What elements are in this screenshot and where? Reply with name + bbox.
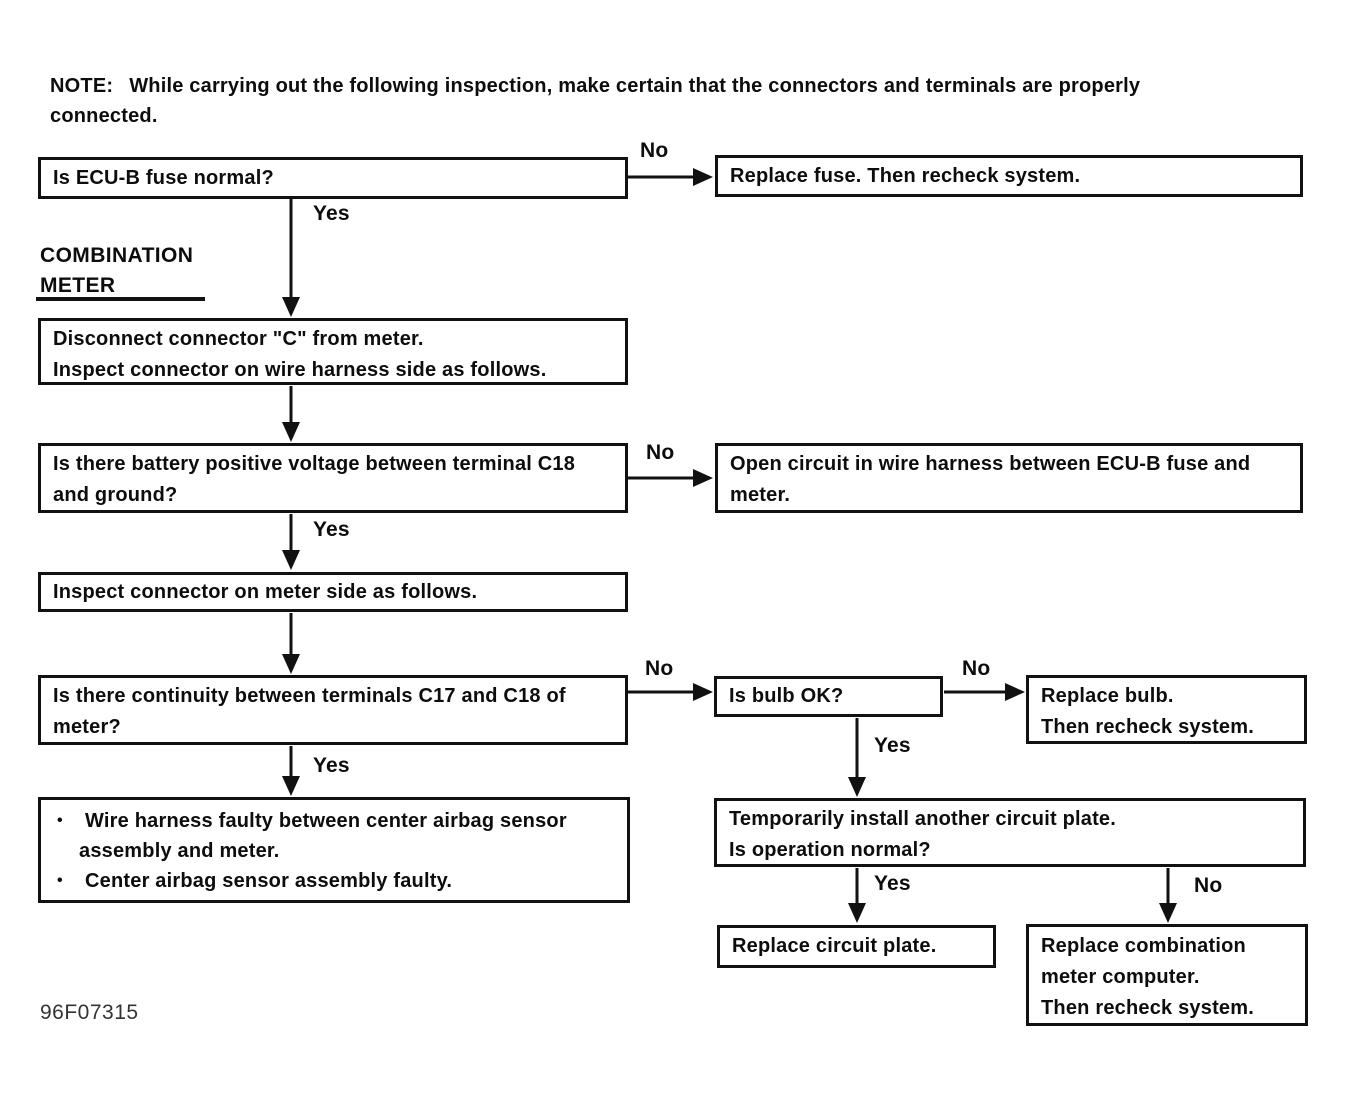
box-battery-voltage: Is there battery positive voltage betwee… (38, 443, 628, 513)
faulty-item-1: • Wire harness faulty between center air… (51, 806, 617, 836)
figure-code: 96F07315 (40, 1001, 139, 1024)
box-continuity-line1: Is there continuity between terminals C1… (53, 685, 566, 707)
arrow-bulb-no (944, 683, 1025, 701)
bullet-icon: • (57, 872, 63, 889)
box-replace-meter-computer-line1: Replace combination (1041, 935, 1246, 957)
arrow-plate-yes (848, 868, 866, 923)
box-continuity-line2: meter? (53, 716, 121, 738)
faulty-item-2-text: Center airbag sensor assembly faulty. (85, 870, 453, 892)
box-disconnect-connector: Disconnect connector "C" from meter. Ins… (38, 318, 628, 385)
box-inspect-meter-side: Inspect connector on meter side as follo… (38, 572, 628, 612)
box-continuity-check: Is there continuity between terminals C1… (38, 675, 628, 745)
box-replace-circuit-plate: Replace circuit plate. (717, 925, 996, 968)
edge-label-yes-bulb: Yes (874, 734, 911, 757)
note-line2: connected. (50, 105, 158, 127)
box-replace-meter-computer-line3: Then recheck system. (1041, 997, 1254, 1019)
section-label-underline (36, 297, 205, 301)
edge-label-yes-continuity: Yes (313, 754, 350, 777)
arrow-disconnect-down (282, 386, 300, 442)
box-inspect-meter-side-text: Inspect connector on meter side as follo… (53, 580, 478, 603)
arrow-continuity-no (628, 683, 713, 701)
edge-label-no-plate: No (1194, 874, 1223, 897)
box-replace-bulb-line1: Replace bulb. (1041, 685, 1174, 707)
box-replace-bulb-line2: Then recheck system. (1041, 716, 1254, 738)
note-label: NOTE: (50, 75, 114, 97)
box-bulb-check: Is bulb OK? (714, 676, 943, 717)
note-text: NOTE: While carrying out the following in… (50, 71, 1140, 131)
bullet-icon: • (57, 812, 63, 829)
box-fuse-check-text: Is ECU-B fuse normal? (53, 166, 274, 189)
box-battery-voltage-line1: Is there battery positive voltage betwee… (53, 453, 576, 475)
faulty-item-1-line1: Wire harness faulty between center airba… (85, 810, 567, 832)
edge-label-no-fuse: No (640, 139, 669, 162)
edge-label-yes-fuse: Yes (313, 202, 350, 225)
edge-label-no-bulb: No (962, 657, 991, 680)
arrow-fuse-yes (282, 199, 300, 317)
note-line1: While carrying out the following inspect… (129, 75, 1141, 97)
box-fuse-check: Is ECU-B fuse normal? (38, 157, 628, 199)
box-replace-fuse-text: Replace fuse. Then recheck system. (730, 164, 1081, 187)
box-open-circuit: Open circuit in wire harness between ECU… (715, 443, 1303, 513)
box-replace-meter-computer-line2: meter computer. (1041, 966, 1200, 988)
box-circuit-plate-test-line2: Is operation normal? (729, 839, 931, 861)
box-open-circuit-line2: meter. (730, 484, 791, 506)
arrow-voltage-no (628, 469, 713, 487)
arrow-bulb-yes (848, 718, 866, 797)
arrow-fuse-no (628, 168, 713, 186)
arrow-voltage-yes (282, 514, 300, 570)
edge-label-no-continuity: No (645, 657, 674, 680)
box-open-circuit-line1: Open circuit in wire harness between ECU… (730, 453, 1251, 475)
edge-label-yes-plate: Yes (874, 872, 911, 895)
faulty-item-1-line2: assembly and meter. (79, 840, 280, 862)
box-battery-voltage-line2: and ground? (53, 484, 178, 506)
edge-label-yes-voltage: Yes (313, 518, 350, 541)
box-circuit-plate-test: Temporarily install another circuit plat… (714, 798, 1306, 867)
box-replace-circuit-plate-text: Replace circuit plate. (732, 935, 937, 957)
box-bulb-check-text: Is bulb OK? (729, 685, 844, 707)
box-faulty-conclusions: • Wire harness faulty between center air… (38, 797, 630, 903)
section-label-line1: COMBINATION (40, 244, 194, 267)
arrow-inspect-down (282, 613, 300, 674)
box-replace-fuse: Replace fuse. Then recheck system. (715, 155, 1303, 197)
section-label-combination-meter: COMBINATION METER (40, 241, 193, 301)
box-replace-bulb: Replace bulb. Then recheck system. (1026, 675, 1307, 744)
box-replace-meter-computer: Replace combination meter computer. Then… (1026, 924, 1308, 1026)
arrow-continuity-yes (282, 746, 300, 796)
arrow-plate-no (1159, 868, 1177, 923)
section-label-line2: METER (40, 274, 116, 297)
box-disconnect-line2: Inspect connector on wire harness side a… (53, 359, 547, 381)
box-circuit-plate-test-line1: Temporarily install another circuit plat… (729, 808, 1117, 830)
faulty-item-2: • Center airbag sensor assembly faulty. (51, 866, 617, 896)
box-disconnect-line1: Disconnect connector "C" from meter. (53, 328, 424, 350)
edge-label-no-voltage: No (646, 441, 675, 464)
